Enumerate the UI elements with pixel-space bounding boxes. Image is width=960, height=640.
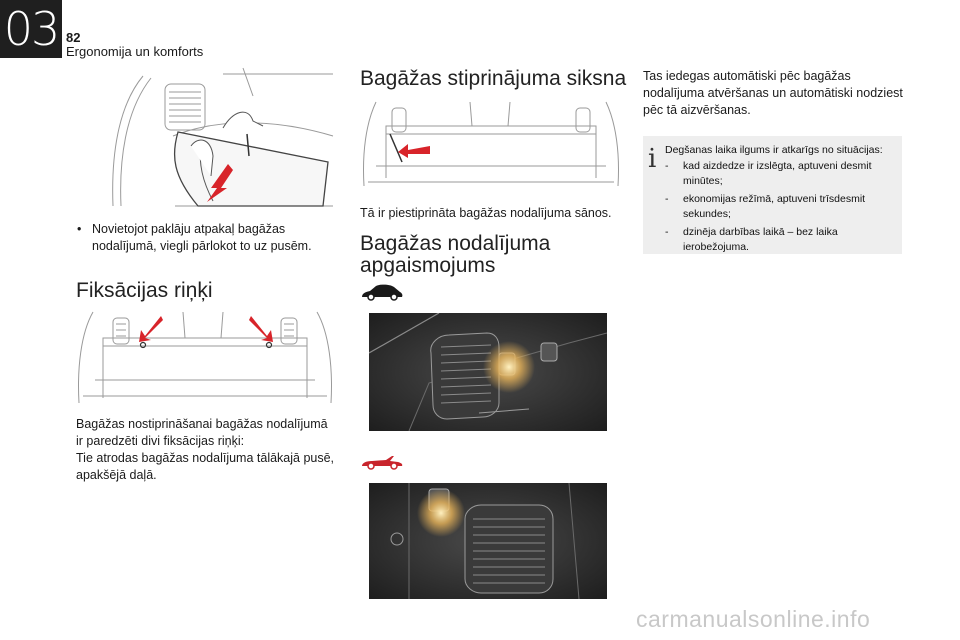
page-number: 82	[66, 30, 81, 45]
boot-light-photo-cabriolet	[369, 483, 607, 599]
tie-down-body-line4: apakšējā daļā.	[76, 468, 157, 482]
heading-boot-lighting-line1: Bagāžas nodalījuma	[360, 232, 551, 255]
tie-down-body-line1: Bagāžas nostiprināšanai bagāžas nodalīju…	[76, 417, 328, 431]
info-list-item: - kad aizdedze ir izslēgta, aptuveni des…	[665, 159, 899, 188]
chapter-number: 03	[3, 2, 61, 56]
tie-down-body-line2: ir paredzēti divi fiksācijas riņķi:	[76, 434, 245, 448]
instruction-text-line2: nodalījumā, viegli pārlokot to uz pusēm.	[92, 239, 312, 253]
info-item-line1: ekonomijas režīmā, aptuveni trīsdesmit	[683, 193, 866, 205]
info-list-item: - dzinēja darbības laikā – bez laika ier…	[665, 225, 899, 254]
info-item-line2: sekundes;	[683, 207, 731, 220]
lighting-body-line2: nodalījuma atvēršanas un automātiski nod…	[643, 86, 903, 100]
instruction-text-line1: Novietojot paklāju atpakaļ bagāžas	[92, 222, 286, 236]
tie-down-body-line3: Tie atrodas bagāžas nodalījuma tālākajā …	[76, 451, 335, 465]
heading-luggage-strap: Bagāžas stiprinājuma siksna	[360, 67, 627, 90]
info-box: i Degšanas laika ilgums ir atkarīgs no s…	[643, 136, 902, 254]
boot-light-photo-hatchback	[369, 313, 607, 431]
hatchback-car-icon	[360, 283, 404, 301]
carpet-illustration	[103, 66, 337, 212]
luggage-strap-illustration	[360, 98, 622, 190]
lighting-body-line1: Tas iedegas automātiski pēc bagāžas	[643, 69, 851, 83]
heading-boot-lighting-line2: apgaismojums	[360, 254, 496, 277]
tie-down-rings-illustration	[73, 308, 337, 408]
cabriolet-car-icon	[360, 452, 404, 470]
lighting-body-line3: pēc tā aizvēršanas.	[643, 103, 751, 117]
watermark: carmanualsonline.info	[636, 606, 871, 632]
info-item-line2: minūtes;	[683, 174, 723, 187]
info-item-line1: dzinēja darbības laikā – bez laika ierob…	[683, 226, 838, 253]
info-item-dash: -	[665, 160, 669, 172]
info-item-dash: -	[665, 226, 669, 238]
info-item-dash: -	[665, 193, 669, 205]
info-icon: i	[648, 144, 657, 174]
info-intro: Degšanas laika ilgums ir atkarīgs no sit…	[665, 144, 883, 156]
section-title: Ergonomija un komforts	[66, 44, 204, 59]
instruction-bullet-marker: •	[77, 222, 82, 236]
info-list-item: - ekonomijas režīmā, aptuveni trīsdesmit…	[665, 192, 899, 221]
chapter-number-box: 03	[0, 0, 62, 58]
heading-tie-down-rings: Fiksācijas riņķi	[76, 279, 213, 302]
info-item-line1: kad aizdedze ir izslēgta, aptuveni desmi…	[683, 160, 872, 172]
luggage-strap-caption: Tā ir piestiprināta bagāžas nodalījuma s…	[360, 206, 612, 220]
